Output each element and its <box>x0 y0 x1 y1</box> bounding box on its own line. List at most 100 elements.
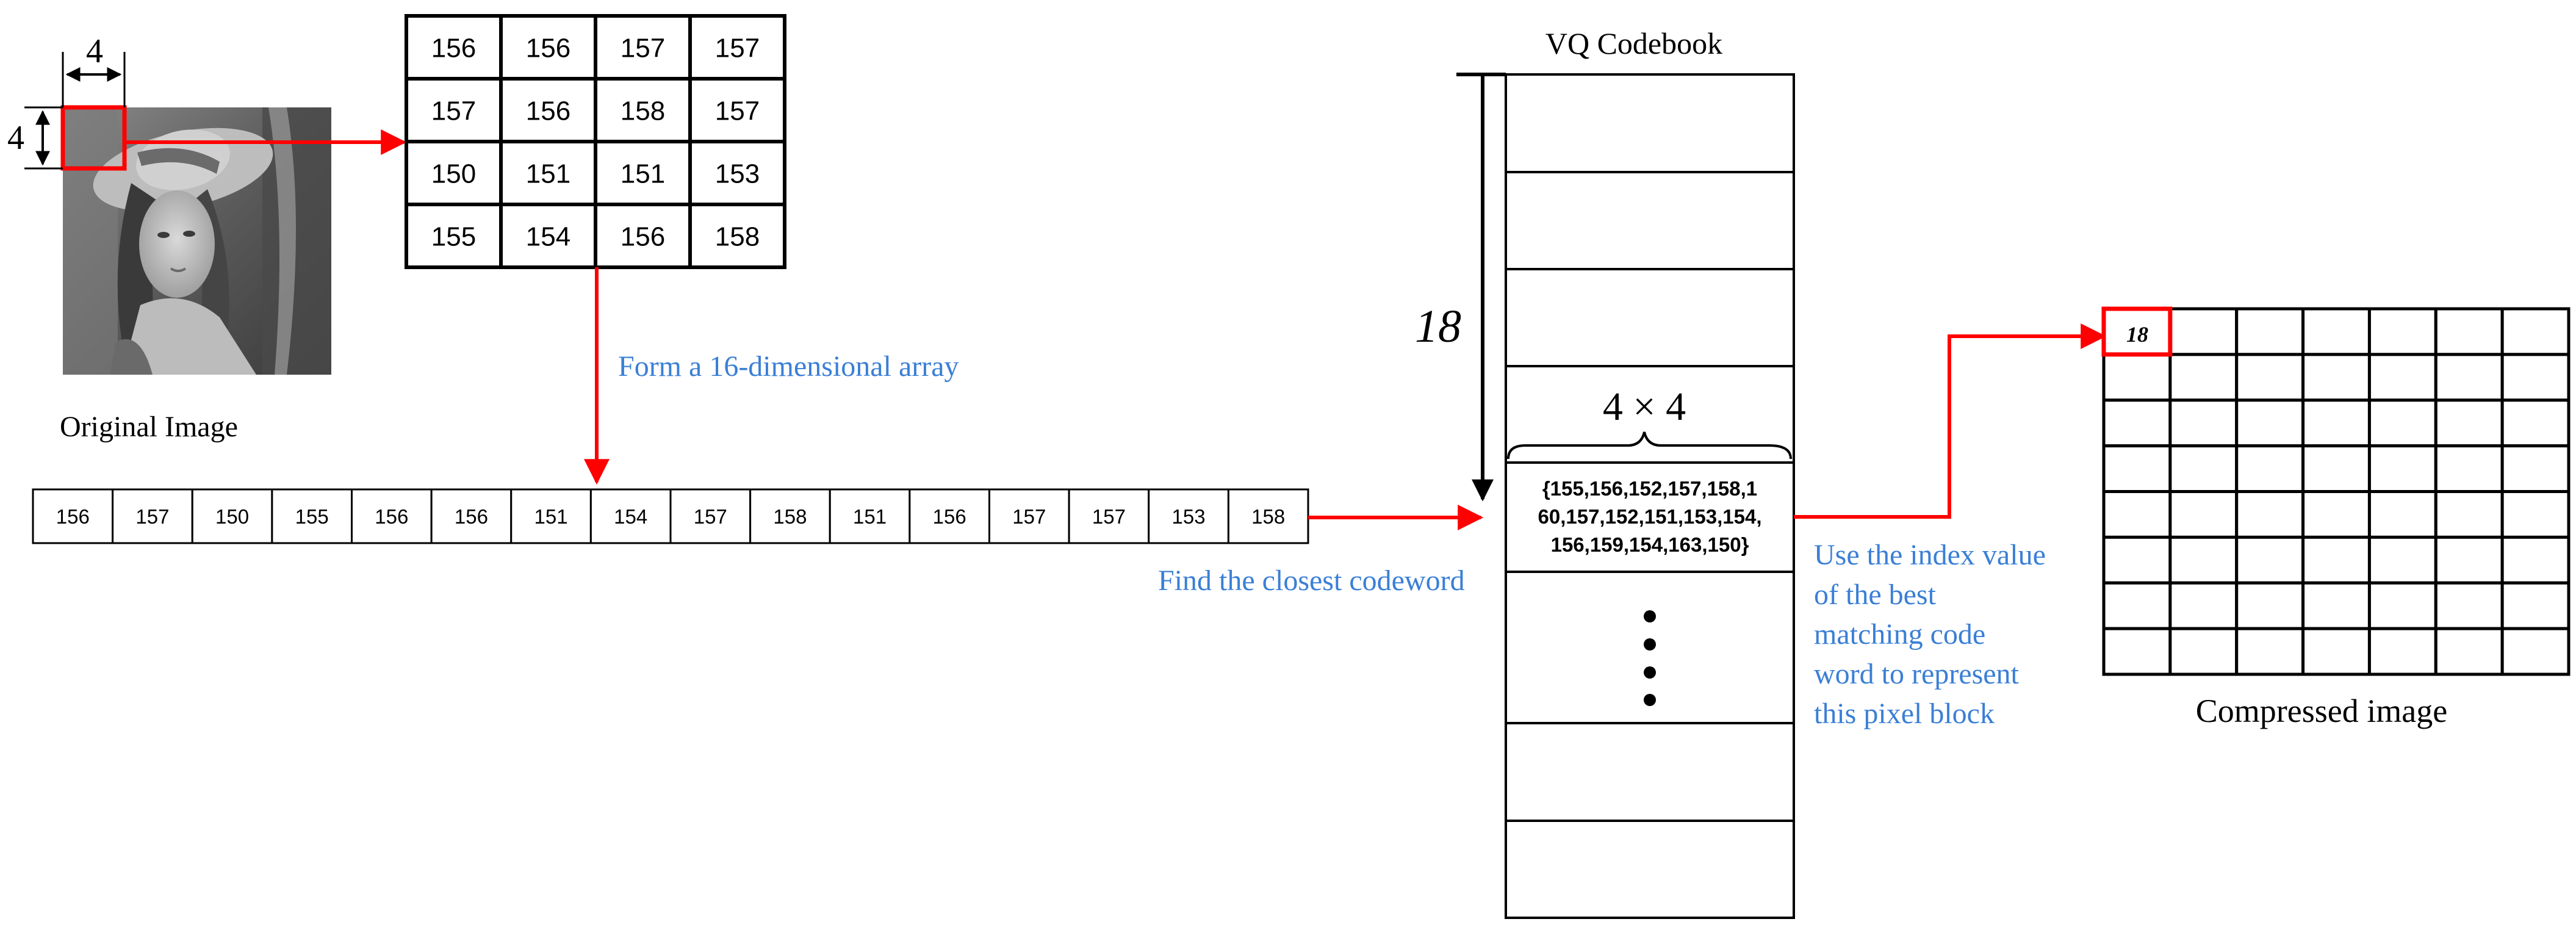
matrix-cell-value: 154 <box>526 222 570 252</box>
compressed-cell <box>2367 353 2437 402</box>
use-index-label: Use the index value of the best matching… <box>1814 539 2046 730</box>
compressed-cell <box>2367 490 2437 539</box>
compressed-cell <box>2301 535 2371 585</box>
compressed-cell <box>2168 353 2239 402</box>
vector-cell <box>351 488 433 544</box>
compressed-cell <box>2500 307 2571 356</box>
compressed-cell <box>2235 444 2305 493</box>
vector-cell-value: 155 <box>295 505 329 528</box>
vector-cell <box>191 488 273 544</box>
form-array-label: Form a 16-dimensional array <box>618 350 959 383</box>
vector-cell <box>749 488 831 544</box>
compressed-cell <box>2301 307 2371 356</box>
matrix-cell <box>594 203 692 269</box>
vector-cell-value: 156 <box>56 505 90 528</box>
vector-cell-value: 151 <box>534 505 568 528</box>
use-index-line: matching code <box>1814 618 1985 651</box>
vector-cell-value: 156 <box>933 505 966 528</box>
compressed-cell <box>2102 581 2172 630</box>
vector-cell <box>430 488 513 544</box>
compressed-image-caption: Compressed image <box>2196 693 2447 729</box>
use-index-line: of the best <box>1814 579 1937 611</box>
vector-cell-value: 158 <box>773 505 807 528</box>
compressed-cell <box>2434 490 2504 539</box>
compressed-cell <box>2301 353 2371 402</box>
matrix-cell-value: 156 <box>431 34 476 63</box>
use-index-line: word to represent <box>1814 658 2020 690</box>
compressed-cell <box>2434 535 2504 585</box>
vector-cell-value: 157 <box>1012 505 1046 528</box>
block-width-dimension <box>62 52 126 107</box>
compressed-cell <box>2301 581 2371 630</box>
compressed-cell <box>2168 398 2239 448</box>
find-closest-label: Find the closest codeword <box>1158 564 1465 597</box>
codebook-table <box>1505 73 1795 919</box>
vector-cell <box>271 488 353 544</box>
compressed-cell <box>2367 307 2437 356</box>
original-image-caption: Original Image <box>60 411 238 443</box>
matrix-cell <box>594 140 692 206</box>
codebook-index-label: 18 <box>1415 301 1461 352</box>
compressed-cell <box>2102 444 2172 493</box>
compressed-cell <box>2235 581 2305 630</box>
vector-cell-value: 156 <box>455 505 488 528</box>
vector-cell <box>510 488 592 544</box>
vector-cell-value: 157 <box>1092 505 1126 528</box>
compressed-cell <box>2301 444 2371 493</box>
compressed-cell <box>2168 444 2239 493</box>
codebook-title: VQ Codebook <box>1545 26 1722 60</box>
matrix-cell-value: 158 <box>715 222 760 252</box>
block-size-brace <box>1507 431 1792 460</box>
compressed-cell <box>2500 444 2571 493</box>
compressed-cell <box>2367 444 2437 493</box>
compressed-cell <box>2500 535 2571 585</box>
compressed-cell <box>2301 490 2371 539</box>
compressed-cell <box>2168 627 2239 676</box>
matrix-cell <box>499 140 597 206</box>
vector-cell-value: 157 <box>694 505 727 528</box>
compressed-cell <box>2102 490 2172 539</box>
compressed-cell <box>2434 627 2504 676</box>
compressed-first-index: 18 <box>2126 322 2148 347</box>
compressed-cell <box>2434 307 2504 356</box>
codeword-text: {155,156,152,157,158,1 60,157,152,151,15… <box>1538 477 1761 556</box>
matrix-cell-value: 156 <box>526 96 570 126</box>
compressed-cell <box>2367 535 2437 585</box>
vector-cell-value: 158 <box>1251 505 1285 528</box>
compressed-cell <box>2500 353 2571 402</box>
compressed-cell <box>2168 490 2239 539</box>
vector-cell <box>908 488 990 544</box>
compressed-image-grid <box>2101 306 2571 676</box>
matrix-cell-value: 151 <box>526 159 570 189</box>
matrix-cell-value: 157 <box>431 96 476 126</box>
use-index-line: this pixel block <box>1814 698 1995 730</box>
codeword-line: 156,159,154,163,150} <box>1551 533 1749 556</box>
compressed-highlight-cell <box>2101 306 2173 357</box>
matrix-cell <box>594 14 692 81</box>
vertical-ellipsis-icon <box>1644 610 1656 706</box>
vector-cell-value: 153 <box>1172 505 1206 528</box>
matrix-cell-value: 155 <box>431 222 476 252</box>
compressed-cell <box>2235 398 2305 448</box>
matrix-cell-value: 153 <box>715 159 760 189</box>
vector-cell-value: 154 <box>614 505 647 528</box>
compressed-cell <box>2301 398 2371 448</box>
matrix-cell-value: 157 <box>621 34 665 63</box>
matrix-cell-value: 156 <box>621 222 665 252</box>
compressed-cell <box>2434 581 2504 630</box>
compressed-cell <box>2500 398 2571 448</box>
compressed-cell <box>2367 398 2437 448</box>
vector-cell <box>829 488 911 544</box>
compressed-cell <box>2235 627 2305 676</box>
matrix-cell-value: 158 <box>621 96 665 126</box>
compressed-cell <box>2168 307 2239 356</box>
compressed-cell <box>2235 307 2305 356</box>
matrix-cell-value: 151 <box>621 159 665 189</box>
matrix-cell <box>499 77 597 143</box>
vector-cell <box>1148 488 1229 544</box>
vector-cell <box>1068 488 1150 544</box>
compressed-cell <box>2434 444 2504 493</box>
matrix-cell-value: 156 <box>526 34 570 63</box>
